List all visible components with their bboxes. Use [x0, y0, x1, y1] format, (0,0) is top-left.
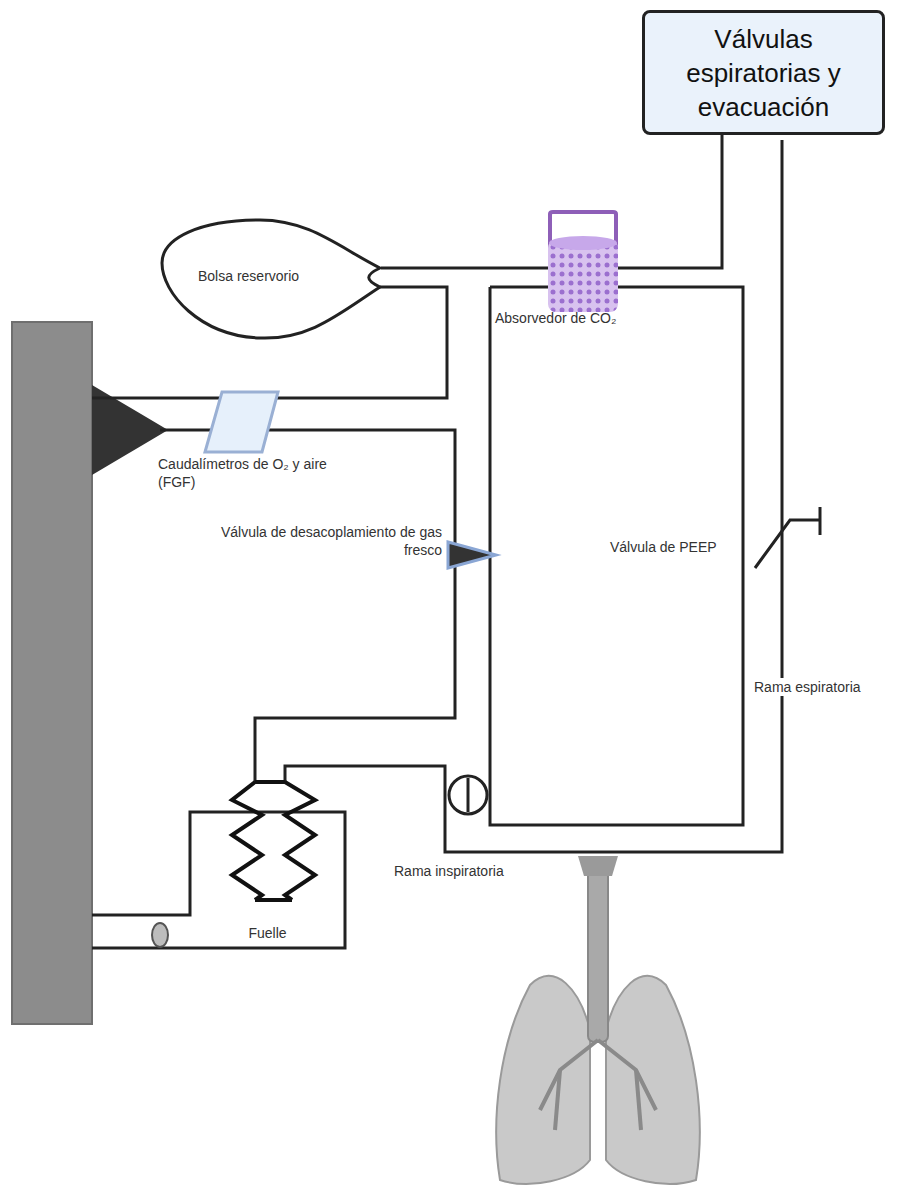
flowmeter [205, 392, 278, 452]
part-name: Rama inspiratoria [394, 862, 574, 880]
part-name: Válvula de PEEP [610, 538, 738, 556]
part-name: Caudalímetros de O₂ y aire (FGF) [158, 455, 348, 491]
drive-valve [152, 923, 168, 947]
lungs [496, 856, 700, 1184]
part-name: Válvula de desacoplamiento de gas fresco [196, 523, 442, 559]
circuit-lines [92, 140, 820, 948]
bellows-housing: Fuelle [190, 812, 345, 948]
machine-column [12, 322, 92, 1024]
co2-absorber [548, 212, 618, 312]
bellows [232, 782, 315, 900]
part-name: Rama espiratoria [752, 678, 863, 696]
decoupling-valve [448, 542, 496, 568]
box-title: Válvulas espiratorias y evacuación [653, 22, 874, 124]
reservoir-bag: Bolsa reservorio [160, 218, 382, 342]
process-box: Válvulas espiratorias y evacuación [642, 10, 885, 135]
part-name: Bolsa reservorio [198, 267, 299, 285]
part-name: Absorvedor de CO₂ [495, 309, 695, 327]
part-name: Fuelle [248, 924, 286, 942]
check-valve [449, 776, 487, 814]
